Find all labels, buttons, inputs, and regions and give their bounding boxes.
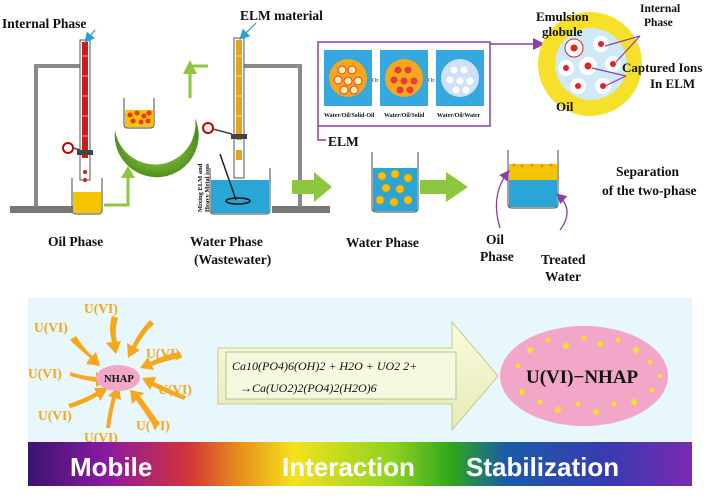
pointer-captured-2 bbox=[591, 67, 627, 77]
mixing-moon bbox=[114, 98, 199, 178]
label-separation-2: of the two-phase bbox=[602, 183, 697, 198]
bar-label-interaction: Interaction bbox=[282, 452, 415, 482]
label-water-phase: Water Phase bbox=[346, 235, 419, 250]
product-ellipse bbox=[500, 326, 668, 426]
pointer-oil-phase bbox=[495, 169, 510, 229]
pointer-internal-1 bbox=[604, 35, 641, 47]
stand-text-1: Mixing ELM and bbox=[197, 163, 204, 212]
label-separation-1: Separation bbox=[616, 164, 679, 179]
burette-orange-liquid bbox=[236, 40, 242, 140]
elm-types-inset: Or Or Water/Oil/Solid-Oil Water/Oil/Soli… bbox=[317, 41, 491, 127]
label-internal-2: Phase bbox=[644, 17, 673, 29]
uvi-label-4: U(VI) bbox=[28, 366, 62, 381]
wastewater-liquid bbox=[211, 180, 269, 213]
arrow-to-separation bbox=[420, 172, 468, 202]
label-elm-material: ELM material bbox=[240, 8, 323, 23]
label-oil-1: Oil bbox=[486, 232, 504, 247]
label-emulsion-1: Emulsion bbox=[536, 9, 590, 24]
label-nhap: NHAP bbox=[104, 374, 134, 385]
pointer-treated-water bbox=[556, 193, 568, 231]
uvi-label-7: U(VI) bbox=[136, 418, 170, 433]
label-captured-2: In ELM bbox=[650, 76, 695, 91]
label-oil: Oil bbox=[556, 99, 574, 114]
burette-red-liquid bbox=[82, 42, 88, 158]
inset-label-1: Water/Oil/Solid-Oil bbox=[324, 113, 375, 119]
water-layer bbox=[509, 180, 557, 207]
label-product: U(VI)−NHAP bbox=[526, 367, 639, 388]
arrow-oil-to-mix bbox=[104, 175, 130, 207]
pointer-internal-2 bbox=[615, 35, 641, 63]
separation-beaker bbox=[507, 150, 559, 209]
pointer-internal-phase bbox=[84, 29, 96, 44]
uvi-label-2: U(VI) bbox=[84, 301, 118, 316]
inset-or-1: Or bbox=[372, 78, 378, 84]
gradient-bar bbox=[28, 442, 692, 486]
label-elm: ELM bbox=[328, 134, 359, 149]
oil-phase-stand bbox=[10, 39, 103, 215]
uvi-label-3: U(VI) bbox=[146, 346, 180, 361]
uvi-label-1: U(VI) bbox=[34, 320, 68, 335]
arrow-to-elm-beaker bbox=[292, 172, 332, 202]
stand-arm bbox=[34, 64, 86, 68]
label-treated-1: Treated bbox=[541, 252, 586, 267]
pointer-elm-material bbox=[239, 22, 257, 40]
emulsion-globule bbox=[538, 12, 642, 116]
label-oil-2: Phase bbox=[480, 249, 514, 264]
uvi-label-8: U(VI) bbox=[84, 430, 118, 445]
bar-label-mobile: Mobile bbox=[70, 452, 152, 482]
elm-beaker bbox=[371, 152, 419, 213]
label-emulsion-2: globule bbox=[542, 24, 583, 39]
inset-or-2: Or bbox=[428, 78, 434, 84]
pointer-captured-1 bbox=[604, 75, 627, 87]
water-phase-stand: Mixing ELM and Heavy Metal ions bbox=[197, 37, 330, 215]
label-internal-phase: Internal Phase bbox=[2, 16, 86, 31]
label-treated-2: Water bbox=[545, 269, 581, 284]
label-water-phase-wastewater-1: Water Phase bbox=[190, 234, 263, 249]
bar-label-stabilization: Stabilization bbox=[466, 452, 619, 482]
uvi-label-5: U(VI) bbox=[158, 382, 192, 397]
equation-line-2: →Ca(UO2)2(PO4)2(H2O)6 bbox=[240, 381, 377, 395]
equation-box bbox=[225, 351, 457, 400]
stand-rod bbox=[34, 64, 38, 206]
equation-line-1: Ca10(PO4)6(OH)2 + H2O + UO2 2+ bbox=[232, 359, 417, 373]
uvi-label-6: U(VI) bbox=[38, 408, 72, 423]
inset-label-2: Water/Oil/Solid bbox=[384, 113, 425, 119]
oil-phase-liquid bbox=[73, 192, 101, 213]
stand-text-2: Heavy Metal ions bbox=[204, 163, 211, 212]
inset-label-3: Water/Oil/Water bbox=[437, 113, 481, 119]
label-water-phase-wastewater-2: (Wastewater) bbox=[194, 252, 271, 267]
label-internal-1: Internal bbox=[640, 3, 680, 15]
stand-base bbox=[10, 206, 82, 213]
nhap-ellipse bbox=[96, 365, 140, 391]
label-oil-phase: Oil Phase bbox=[48, 234, 103, 249]
label-captured-1: Captured Ions bbox=[622, 60, 702, 75]
oil-layer bbox=[509, 164, 557, 180]
